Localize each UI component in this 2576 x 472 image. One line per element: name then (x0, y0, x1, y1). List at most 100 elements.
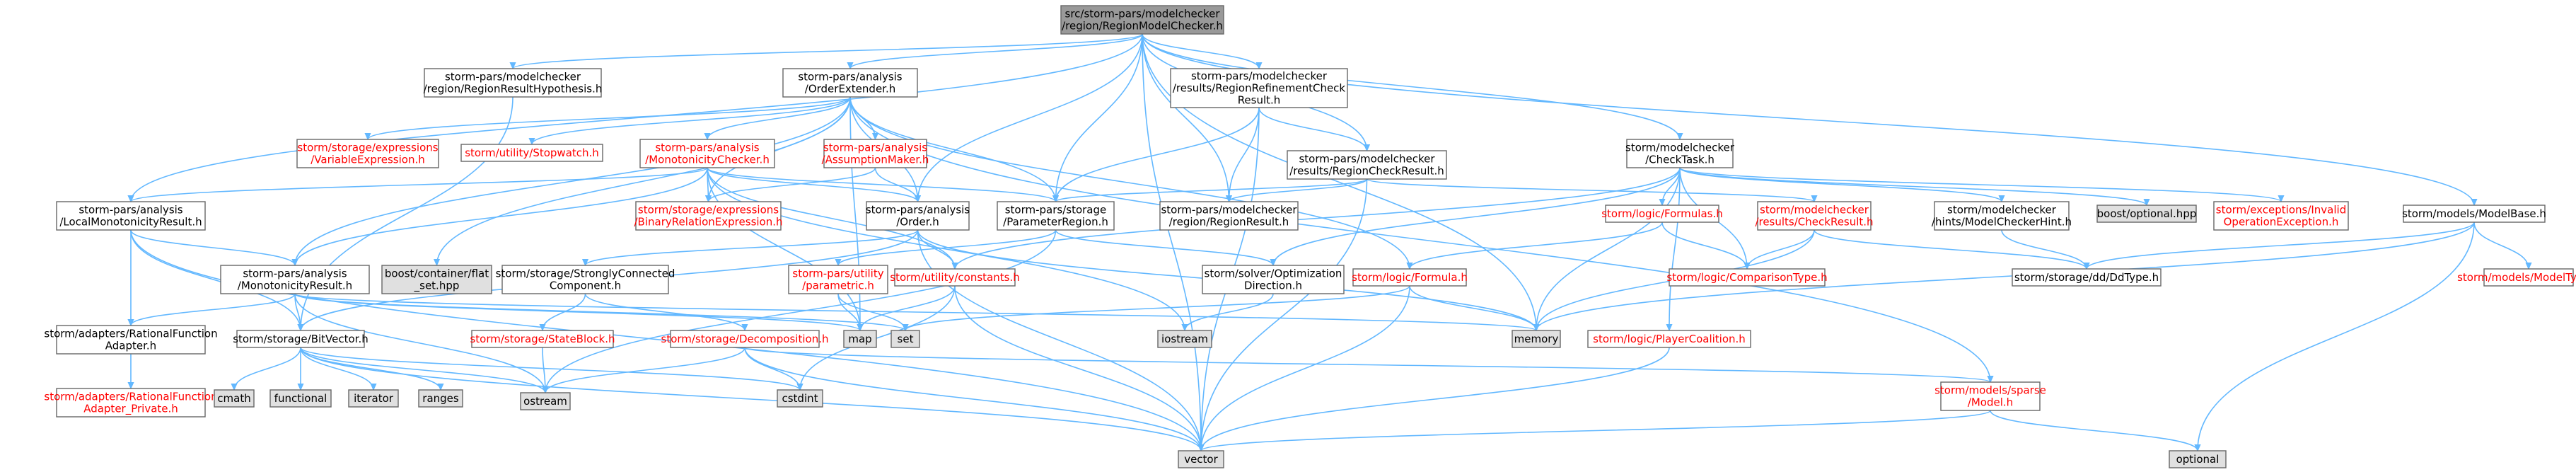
edge-monores-to-set (294, 293, 905, 330)
node-box (1060, 5, 1224, 35)
edge-monores-to-map (294, 293, 860, 330)
node-binrel[interactable]: storm/storage/expressions/BinaryRelation… (634, 201, 783, 231)
node-box (2483, 268, 2574, 287)
node-vector: vector (1178, 450, 1224, 468)
node-label: Direction.h (1244, 280, 1302, 292)
edge-assump-to-binrel (709, 167, 876, 202)
node-invalidop[interactable]: storm/exceptions/InvalidOperationExcepti… (2213, 201, 2349, 231)
edge-paramreg-to-parametric (838, 229, 1057, 265)
node-label: storm/modelchecker (1625, 142, 1735, 154)
node-label: ostream (523, 395, 567, 408)
node-mchint[interactable]: storm/modelchecker/hints/ModelCheckerHin… (1932, 201, 2072, 231)
node-formulas[interactable]: storm/logic/Formulas.h (1601, 205, 1723, 223)
node-label: storm-pars/analysis (823, 142, 927, 154)
node-sparsemodel[interactable]: storm/models/sparse/Model.h (1934, 381, 2046, 411)
edge-modelbase-to-optional (2198, 221, 2475, 451)
node-box (1170, 68, 1348, 108)
node-box (1605, 205, 1719, 223)
node-box (997, 201, 1115, 231)
edge-checktask-to-memory (1536, 167, 1681, 330)
node-label: /OrderExtender.h (805, 83, 895, 96)
node-box (220, 265, 370, 294)
edge-formulas-to-comptype (1661, 221, 1747, 269)
node-checktask[interactable]: storm/modelchecker/CheckTask.h (1625, 139, 1735, 168)
node-label: storm/models/ModelType.h (2457, 271, 2576, 284)
node-iostream: iostream (1157, 330, 1212, 348)
edge-bitvector-to-cstdint (300, 347, 800, 390)
node-box (635, 201, 782, 231)
node-assump[interactable]: storm-pars/analysis/AssumptionMaker.h (822, 139, 929, 168)
node-box (2403, 205, 2546, 223)
node-label: /VariableExpression.h (311, 154, 424, 166)
edge-ordext-to-formula (849, 96, 1410, 269)
node-optional_boost: boost/optional.hpp (2096, 205, 2197, 223)
node-modeltype[interactable]: storm/models/ModelType.h (2457, 268, 2576, 287)
node-chkresult[interactable]: storm/modelchecker/results/CheckResult.h (1755, 201, 1874, 231)
node-monores[interactable]: storm-pars/analysis/MonotonicityResult.h (220, 265, 370, 294)
node-optional: optional (2169, 450, 2227, 468)
node-formula[interactable]: storm/logic/Formula.h (1352, 268, 1468, 287)
edge-rrcr-to-paramreg (1056, 107, 1260, 202)
node-box (471, 330, 614, 348)
node-label: Component.h (550, 280, 621, 292)
node-label: /MonotonicityChecker.h (645, 154, 770, 166)
node-label: ranges (422, 392, 459, 405)
node-box (214, 389, 255, 408)
edge-ordext-to-map (849, 96, 860, 330)
node-label: /parametric.h (802, 280, 874, 292)
edge-checktask-to-invalidop (1679, 167, 2281, 202)
node-label: storm/adapters/RationalFunction (44, 391, 217, 403)
node-regres[interactable]: storm-pars/modelchecker/region/RegionRes… (1159, 201, 1299, 231)
node-label: cmath (217, 392, 250, 405)
node-label: storm-pars/modelchecker (1191, 70, 1328, 83)
edge-root-to-modelbase (1142, 33, 2474, 205)
node-label: storm/storage/StronglyConnected (496, 267, 675, 280)
node-order[interactable]: storm-pars/analysis/Order.h (866, 201, 970, 231)
edge-rcr-to-vector (1201, 178, 1368, 451)
node-ordext[interactable]: storm-pars/analysis/OrderExtender.h (782, 68, 918, 98)
node-comptype[interactable]: storm/logic/ComparisonType.h (1666, 268, 1828, 287)
node-varexpr[interactable]: storm/storage/expressions/VariableExpres… (296, 139, 439, 168)
node-stateblock[interactable]: storm/storage/StateBlock.h (470, 330, 615, 348)
edge-modelbase-to-memory (1536, 221, 2475, 330)
node-stopwatch[interactable]: storm/utility/Stopwatch.h (460, 144, 603, 162)
node-hyp[interactable]: storm-pars/modelchecker/region/RegionRes… (424, 68, 603, 98)
node-label: optional (2176, 453, 2220, 466)
node-box (1669, 268, 1826, 287)
node-rrcr[interactable]: storm-pars/modelchecker/results/RegionRe… (1170, 68, 1348, 108)
node-bitvector[interactable]: storm/storage/BitVector.h (233, 330, 369, 348)
edge-formula-to-vector (1201, 285, 1410, 451)
node-parametric[interactable]: storm-pars/utility/parametric.h (788, 265, 888, 294)
node-lmr[interactable]: storm-pars/analysis/LocalMonotonicityRes… (56, 201, 206, 231)
node-ddtype[interactable]: storm/storage/dd/DdType.h (2012, 268, 2162, 287)
node-decomp[interactable]: storm/storage/Decomposition.h (661, 330, 829, 348)
node-modelbase[interactable]: storm/models/ModelBase.h (2402, 205, 2546, 223)
node-label: iostream (1161, 333, 1208, 345)
edge-bitvector-to-cmath (234, 347, 301, 390)
node-playercoal[interactable]: storm/logic/PlayerCoalition.h (1587, 330, 1751, 348)
node-label: set (898, 333, 914, 345)
node-label: /Order.h (896, 216, 939, 229)
node-paramreg[interactable]: storm-pars/storage/ParameterRegion.h (997, 201, 1115, 231)
node-label: storm-pars/analysis (243, 267, 347, 280)
edge-mchint-to-ddtype (2001, 229, 2087, 269)
node-constants[interactable]: storm/utility/constants.h (890, 268, 1020, 287)
node-label: storm-pars/analysis (655, 142, 759, 154)
edge-constants-to-cstdint (800, 285, 956, 390)
edge-root-to-rrcr (1142, 33, 1259, 69)
node-label: functional (274, 392, 327, 405)
node-label: memory (1514, 333, 1559, 345)
node-label: boost/container/flat (385, 267, 489, 280)
edge-ordext-to-monochk (707, 96, 851, 139)
edge-monores-to-ostream (294, 293, 545, 393)
node-root[interactable]: src/storm-pars/modelchecker/region/Regio… (1060, 5, 1224, 35)
node-box (639, 139, 775, 168)
node-ratpriv[interactable]: storm/adapters/RationalFunctionAdapter_P… (44, 388, 218, 418)
node-rcr[interactable]: storm-pars/modelchecker/results/RegionCh… (1287, 150, 1447, 180)
edge-checktask-to-playercoal (1669, 167, 1681, 330)
edge-modelbase-to-modeltype (2473, 221, 2529, 269)
node-scc[interactable]: storm/storage/StronglyConnectedComponent… (496, 265, 675, 294)
node-monochk[interactable]: storm-pars/analysis/MonotonicityChecker.… (639, 139, 775, 168)
